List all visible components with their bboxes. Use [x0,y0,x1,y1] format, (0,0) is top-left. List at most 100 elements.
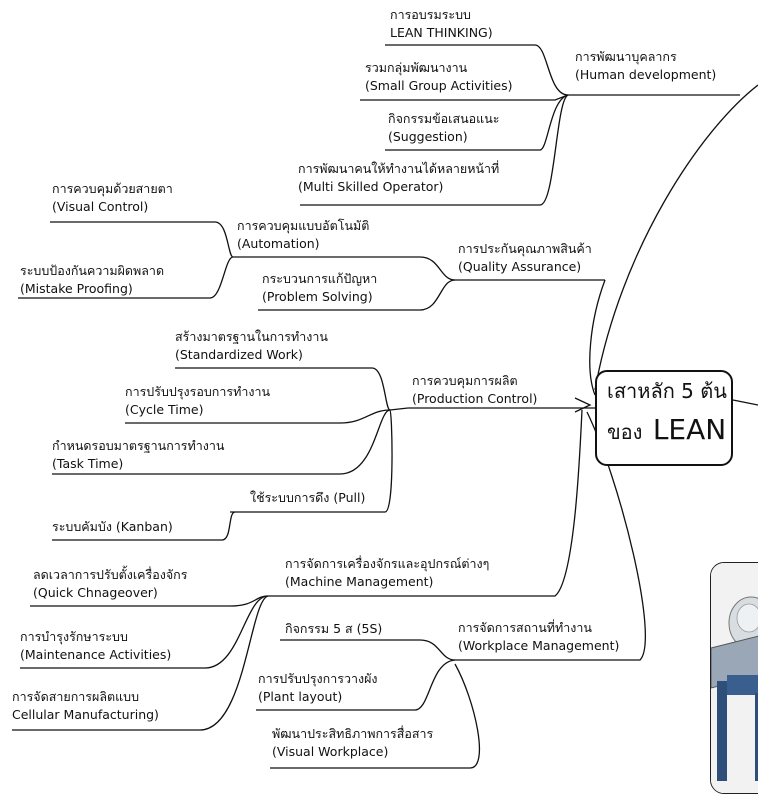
connector [280,639,456,661]
connector [574,397,592,413]
pillar-workplace-management: การจัดการสถานที่ทำงาน (Workplace Managem… [458,619,619,655]
connector [230,409,393,513]
connector [385,44,569,96]
connector [175,367,391,411]
center-topic-box: เสาหลัก 5 ต้น ของ LEAN [595,370,733,466]
connector [52,511,236,541]
node-label-th: การอบรมระบบ [390,7,471,22]
connector [360,94,569,101]
connector [256,659,456,711]
node-label-th: ระบบป้องกันความผิดพลาด [20,263,165,278]
node-label-th: การพัฒนาคนให้ทำงานได้หลายหน้าที่ [298,161,500,176]
connector [385,94,569,151]
node-task-time: กำหนดรอบมาตรฐานการทำงาน (Task Time) [52,437,224,473]
node-label-th: กิจกรรม 5 ส (5S) [285,621,383,636]
pillar-label-en: (Human development) [575,67,717,82]
node-label-th: การจัดสายการผลิตแบบ [12,689,140,704]
pillar-label-th: การควบคุมการผลิต [412,373,518,388]
connector [12,595,269,731]
node-mistake-proofing: ระบบป้องกันความผิดพลาด (Mistake Proofing… [20,262,164,298]
machine-photo [710,562,758,794]
connector [594,84,758,391]
node-label-th: ลดเวลาการปรับตั้งเครื่องจักร [33,567,188,582]
pillar-label-en: (Quality Assurance) [458,259,582,274]
node-label-en: (Plant layout) [258,689,343,704]
connector [268,409,583,597]
pillar-label-en: (Workplace Management) [458,638,620,653]
node-label-th: ใช้ระบบการดึง (Pull) [250,490,366,505]
pillar-label-th: การพัฒนาบุคลากร [575,49,677,64]
node-multi-skilled-operator: การพัฒนาคนให้ทำงานได้หลายหน้าที่ (Multi … [298,160,499,196]
node-label-en: Cellular Manufacturing) [12,707,159,722]
pillar-label-en: (Machine Management) [285,574,434,589]
node-label-th: การปรับปรุงการวางผัง [258,671,378,686]
node-pull: ใช้ระบบการดึง (Pull) [250,489,365,507]
node-maintenance-activities: การบำรุงรักษาระบบ (Maintenance Activitie… [20,628,171,664]
node-plant-layout: การปรับปรุงการวางผัง (Plant layout) [258,670,378,706]
node-visual-workplace: พัฒนาประสิทธิภาพการสื่อสาร (Visual Workp… [272,725,433,761]
node-label-en: (Small Group Activities) [365,78,513,93]
node-label-en: (Suggestion) [388,129,468,144]
node-automation: การควบคุมแบบอัตโนมัติ (Automation) [237,217,369,253]
node-label-en: (Standardized Work) [175,347,303,362]
center-subtitle-thai: ของ [607,420,643,444]
node-label-en: (Problem Solving) [262,289,373,304]
connector [270,663,481,769]
connector [50,221,234,258]
pillar-label-th: การประกันคุณภาพสินค้า [458,241,592,256]
pillar-quality-assurance: การประกันคุณภาพสินค้า (Quality Assurance… [458,240,592,276]
connector [732,399,758,406]
connector [258,279,456,311]
node-label-th: กระบวนการแก้ปัญหา [262,271,378,286]
node-label-th: ระบบคัมบัง (Kanban) [52,519,173,534]
node-label-en: (Automation) [237,236,320,251]
center-subtitle-lean: LEAN [652,413,727,446]
node-lean-thinking: การอบรมระบบ LEAN THINKING) [390,6,493,42]
node-label-en: (Task Time) [52,456,124,471]
node-label-th: การควบคุมด้วยสายตา [52,181,173,196]
node-label-en: (Quick Chnageover) [33,585,158,600]
connector [125,409,391,424]
node-standardized-work: สร้างมาตรฐานในการทำงาน (Standardized Wor… [175,328,328,364]
node-quick-changeover: ลดเวลาการปรับตั้งเครื่องจักร (Quick Chna… [33,566,187,602]
node-label-en: (Mistake Proofing) [20,281,133,296]
node-label-en: (Cycle Time) [125,402,204,417]
center-subtitle: ของ LEAN [607,410,726,452]
node-label-th: กำหนดรอบมาตรฐานการทำงาน [52,438,225,453]
node-cycle-time: การปรับปรุงรอบการทำงาน (Cycle Time) [125,383,270,419]
connector [18,256,234,299]
node-label-en: (Visual Control) [52,199,149,214]
node-small-group-activities: รวมกลุ่มพัฒนางาน (Small Group Activities… [365,59,513,95]
machine-illustration-icon [711,563,758,793]
node-label-th: การบำรุงรักษาระบบ [20,629,128,644]
connector [52,409,391,475]
connector [20,595,269,669]
pillar-machine-management: การจัดการเครื่องจักรและอุปกรณ์ต่างๆ (Mac… [285,555,489,591]
node-label-th: การปรับปรุงรอบการทำงาน [125,384,271,399]
pillar-label-en: (Production Control) [412,391,538,406]
node-visual-control: การควบคุมด้วยสายตา (Visual Control) [52,180,173,216]
node-5s: กิจกรรม 5 ส (5S) [285,620,382,638]
center-title: เสาหลัก 5 ต้น [607,379,727,403]
mindmap-connectors [12,44,758,769]
pillar-human-development: การพัฒนาบุคลากร (Human development) [575,48,716,84]
node-label-en: (Visual Workplace) [272,744,389,759]
pillar-production-control: การควบคุมการผลิต (Production Control) [412,372,537,408]
node-label-en: LEAN THINKING) [390,25,493,40]
node-label-th: การควบคุมแบบอัตโนมัติ [237,218,370,233]
node-cellular-manufacturing: การจัดสายการผลิตแบบ Cellular Manufacturi… [12,688,159,724]
node-label-th: สร้างมาตรฐานในการทำงาน [175,329,328,344]
node-label-en: (Maintenance Activities) [20,647,172,662]
node-label-th: พัฒนาประสิทธิภาพการสื่อสาร [272,726,434,741]
connector [233,256,456,281]
node-label-en: (Multi Skilled Operator) [298,179,444,194]
pillar-label-th: การจัดการสถานที่ทำงาน [458,620,592,635]
connector [589,279,606,396]
pillar-label-th: การจัดการเครื่องจักรและอุปกรณ์ต่างๆ [285,556,490,571]
node-suggestion: กิจกรรมข้อเสนอแนะ (Suggestion) [388,110,499,146]
node-kanban: ระบบคัมบัง (Kanban) [52,518,173,536]
connector [389,407,409,411]
node-label-th: รวมกลุ่มพัฒนางาน [365,60,468,75]
node-label-th: กิจกรรมข้อเสนอแนะ [388,111,500,126]
node-problem-solving: กระบวนการแก้ปัญหา (Problem Solving) [262,270,377,306]
